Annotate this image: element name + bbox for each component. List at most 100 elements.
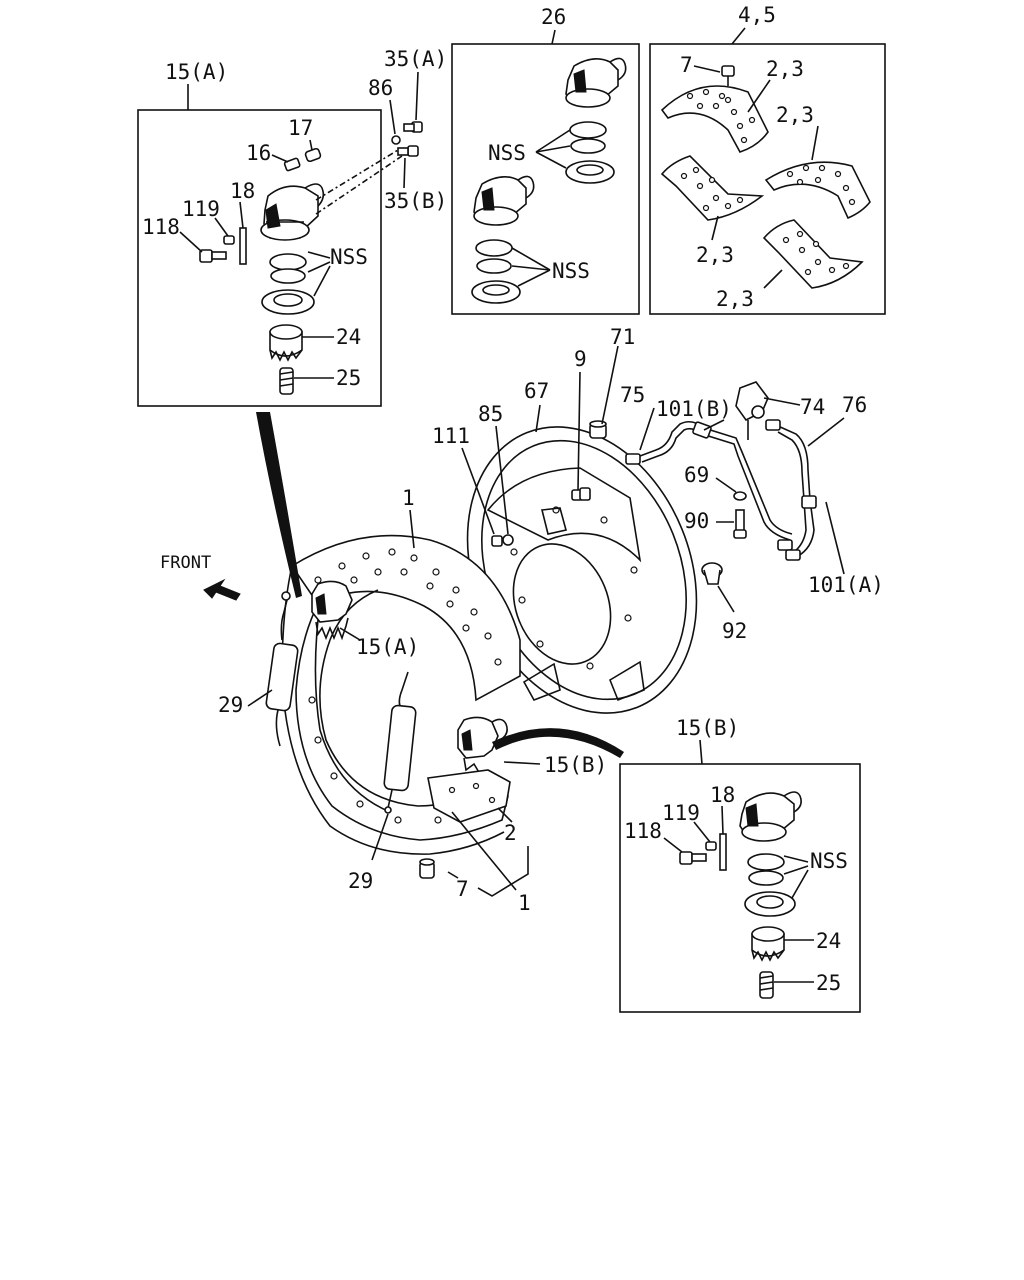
box-15b-title: 15(B): [676, 716, 739, 740]
box-15a-title: 15(A): [165, 60, 228, 84]
front-arrow-icon: [203, 578, 241, 601]
part-90-bolt: [733, 509, 747, 539]
seal-15b-cup: [744, 891, 796, 917]
part-15b-housing: [739, 791, 802, 842]
box-15a: 15(A): [137, 60, 403, 407]
label-24b: 24: [816, 929, 841, 953]
label-23c: 2,3: [696, 243, 734, 267]
part-26-housing-2: [473, 175, 535, 226]
part-15a-assembled: [311, 580, 353, 641]
return-spring-29b: [383, 671, 417, 814]
label-24a: 24: [336, 325, 361, 349]
part-24b-adjuster: [751, 926, 785, 962]
label-nss-26b: NSS: [552, 259, 590, 283]
label-23d: 2,3: [716, 287, 754, 311]
label-74: 74: [800, 395, 825, 419]
label-85: 85: [478, 402, 503, 426]
label-15a-main: 15(A): [356, 635, 419, 659]
label-23b: 2,3: [776, 103, 814, 127]
label-75: 75: [620, 383, 645, 407]
label-35a: 35(A): [384, 47, 447, 71]
part-25a-spring: [279, 367, 294, 395]
seal-26-cup-2: [471, 280, 521, 304]
part-35a-bolt: [403, 121, 423, 133]
label-7b: 7: [456, 877, 469, 901]
label-23a: 2,3: [766, 57, 804, 81]
part-9-bolt: [571, 487, 591, 501]
label-90: 90: [684, 509, 709, 533]
label-119a: 119: [182, 197, 220, 221]
callout-arc-15a: [256, 412, 302, 598]
label-nss-b: NSS: [810, 849, 848, 873]
part-15a-housing: [260, 183, 325, 241]
part-24a-adjuster: [269, 324, 303, 362]
part-18a-pin: [239, 227, 247, 265]
seal-26-ring-4: [476, 258, 512, 274]
part-86-washer: [391, 135, 401, 145]
part-69-washer: [733, 491, 747, 501]
box-26-title: 26: [541, 5, 566, 29]
part-92-plug: [701, 562, 723, 585]
brake-lining-2: [764, 161, 871, 220]
label-29b: 29: [348, 869, 373, 893]
label-67: 67: [524, 379, 549, 403]
part-74-tee: [735, 381, 769, 440]
label-18b: 18: [710, 783, 735, 807]
seal-ring-2: [270, 268, 306, 284]
seal-26-cup-1: [565, 160, 615, 184]
label-25a: 25: [336, 366, 361, 390]
part-16-bleeder: [283, 157, 301, 172]
label-front: FRONT: [160, 553, 211, 573]
part-119a-washer: [223, 235, 235, 245]
box-45: 4,5 7 2,3 2,3: [649, 3, 886, 315]
box-45-title: 4,5: [738, 3, 776, 27]
label-2: 2: [504, 821, 517, 845]
brake-lining-4: [762, 219, 864, 289]
return-spring-29a: [265, 591, 299, 747]
part-7-bolt: [721, 65, 735, 86]
label-118a: 118: [142, 215, 180, 239]
label-118b: 118: [624, 819, 662, 843]
seal-15b-ring-2: [748, 870, 784, 886]
part-71-cap: [589, 420, 607, 439]
label-9: 9: [574, 347, 587, 371]
part-7b-bolt: [419, 858, 435, 879]
part-118b-bolt: [679, 851, 707, 865]
part-26-housing-1: [565, 57, 627, 108]
seal-ring-1: [269, 253, 307, 271]
label-86: 86: [368, 76, 393, 100]
seal-26-ring-3: [475, 239, 513, 257]
part-85-washer: [502, 534, 514, 546]
label-1b: 1: [518, 891, 531, 915]
seal-26-ring-2: [570, 138, 606, 154]
seal-cup: [261, 289, 315, 315]
seal-15b-ring-1: [747, 853, 785, 871]
label-76: 76: [842, 393, 867, 417]
part-25b-spring: [759, 971, 774, 999]
part-35b-bolt: [397, 145, 419, 157]
label-16: 16: [246, 141, 271, 165]
part-18b-pin: [719, 833, 727, 871]
label-92: 92: [722, 619, 747, 643]
backing-plate-67: [466, 426, 698, 714]
label-29a: 29: [218, 693, 243, 717]
label-101b: 101(B): [656, 397, 732, 421]
label-101a: 101(A): [808, 573, 884, 597]
brake-lining-2-assembled: [427, 769, 511, 823]
part-119b-washer: [705, 841, 717, 851]
label-nss-26a: NSS: [488, 141, 526, 165]
box-15b: 15(B): [619, 716, 861, 1013]
brake-lining-3: [660, 155, 765, 221]
brake-pipe-101a: [765, 419, 817, 561]
label-111: 111: [432, 424, 470, 448]
label-7a: 7: [680, 53, 693, 77]
label-69: 69: [684, 463, 709, 487]
part-17-cap: [304, 147, 322, 163]
label-15b-main: 15(B): [544, 753, 607, 777]
part-15b-assembled: [457, 716, 508, 775]
brake-lining-1: [660, 85, 769, 153]
label-17: 17: [288, 116, 313, 140]
label-35b: 35(B): [384, 189, 447, 213]
part-111-nut: [491, 535, 503, 547]
